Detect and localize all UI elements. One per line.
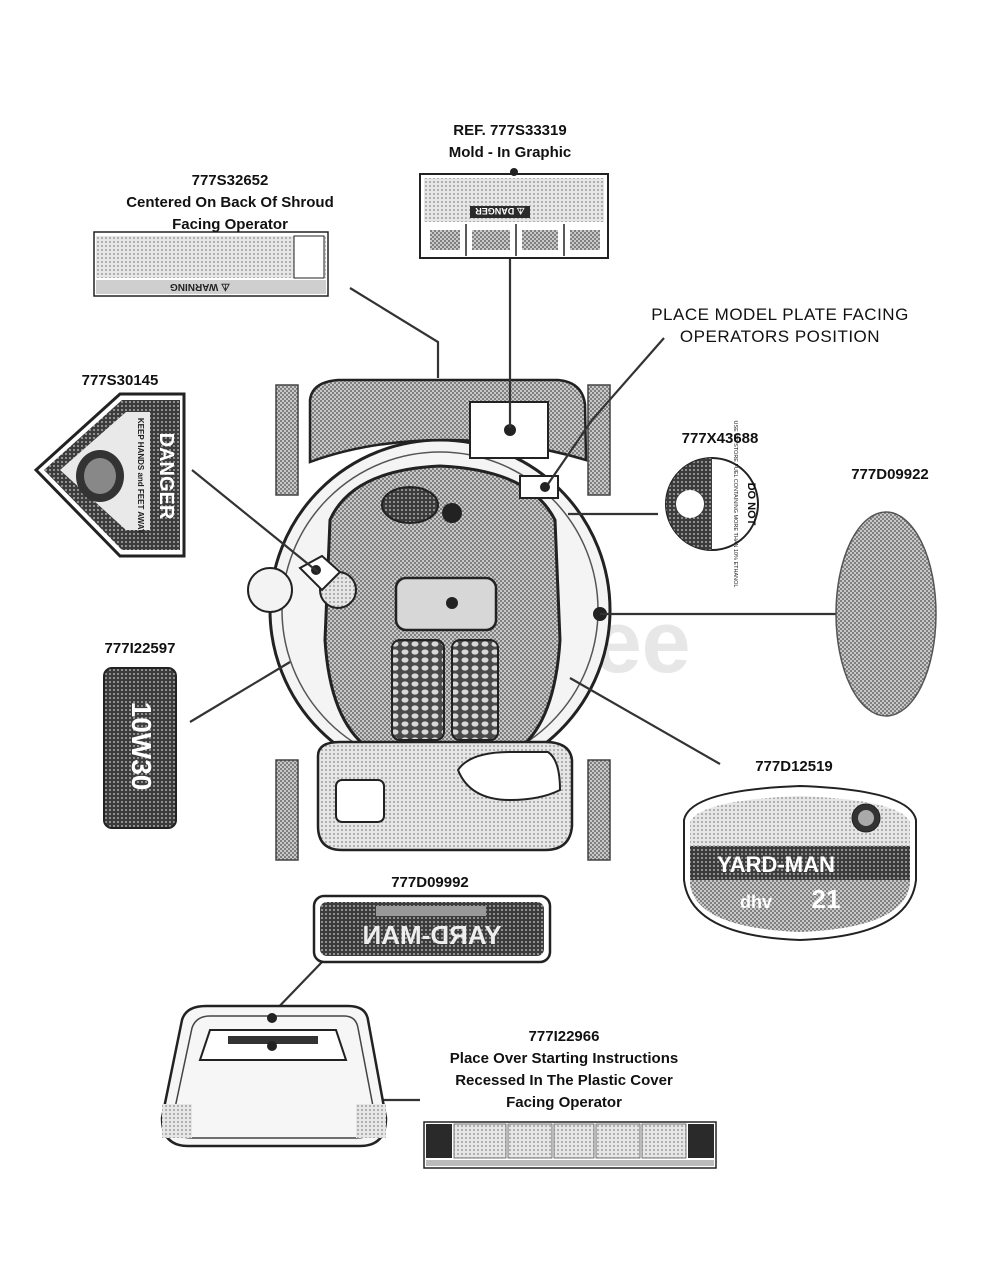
label-777I22597: 777I22597	[80, 638, 200, 660]
label-777S30145: 777S30145	[60, 370, 180, 392]
decal-777S30145: DANGER KEEP HANDS and FEET AWAY	[33, 392, 186, 558]
plastic-cover	[160, 1004, 388, 1148]
brand-text: YARD-MAN	[717, 852, 835, 877]
danger-keep-text: KEEP HANDS and FEET AWAY	[136, 418, 145, 535]
decal-777X43688: DO NOT USE OR STORE FUEL CONTAINING MORE…	[665, 421, 759, 588]
danger-text: DANGER	[155, 433, 177, 520]
part-number: 777D12519	[755, 758, 833, 775]
label-model-plate: PLACE MODEL PLATE FACING OPERATORS POSIT…	[620, 304, 940, 348]
label-777D12519: 777D12519	[734, 756, 854, 778]
part-number: 777X43688	[681, 430, 759, 447]
part-number: 777S32652	[191, 172, 269, 189]
decal-777S33319: ⚠ DANGER	[419, 168, 609, 259]
model-dhv-text: dhv	[740, 892, 772, 912]
placement-note: Facing Operator	[506, 1094, 622, 1111]
wheel-front-left	[275, 384, 299, 496]
engine-label-window	[394, 576, 498, 632]
label-777D09922: 777D09922	[830, 464, 950, 486]
placement-note: Place Over Starting Instructions	[449, 1050, 679, 1067]
model-hp-text: 21	[812, 884, 841, 914]
wheel-rear-left	[275, 759, 299, 861]
oil-text: 10W30	[126, 702, 157, 791]
part-number: 777S30145	[81, 372, 159, 389]
label-777S33319: REF. 777S33319 Mold - In Graphic	[420, 120, 600, 164]
warning-text: ⚠ WARNING	[170, 281, 230, 292]
placement-note: Recessed In The Plastic Cover	[455, 1072, 673, 1089]
placement-note: PLACE MODEL PLATE FACING	[651, 305, 909, 324]
brand-mirrored-text: YARD-MAN	[362, 920, 501, 950]
decal-777D12519: YARD-MAN dhv 21	[683, 784, 917, 942]
label-777I22966: 777I22966 Place Over Starting Instructio…	[414, 1026, 714, 1114]
part-number: 777D09922	[851, 466, 929, 483]
leader-lines	[189, 180, 836, 1102]
decal-777I22966	[423, 1121, 717, 1169]
fuel-body-text: USE OR STORE FUEL CONTAINING MORE THAN 1…	[732, 421, 738, 588]
part-number: 777I22597	[104, 640, 176, 657]
decal-777S32652: ⚠ WARNING	[93, 231, 329, 297]
label-777X43688: 777X43688	[660, 428, 780, 450]
danger-small-text: ⚠ DANGER	[475, 206, 525, 216]
decal-777D09992: YARD-MAN	[312, 894, 552, 964]
placement-note: OPERATORS POSITION	[679, 327, 881, 346]
placement-note: Centered On Back Of Shroud	[126, 194, 334, 211]
part-number: REF. 777S33319	[453, 122, 567, 139]
label-777D09992: 777D09992	[370, 872, 490, 894]
decal-777I22597: 10W30	[103, 667, 177, 829]
placement-note: Mold - In Graphic	[448, 144, 572, 161]
part-number: 777I22966	[528, 1028, 600, 1045]
decal-777D09922	[835, 511, 937, 717]
fuel-do-not-text: DO NOT	[745, 483, 757, 526]
placement-note: Facing Operator	[172, 216, 288, 233]
part-number: 777D09992	[391, 874, 469, 891]
wheel-rear-right	[587, 759, 611, 861]
mower-body	[247, 378, 612, 861]
label-777S32652: 777S32652 Centered On Back Of Shroud Fac…	[80, 170, 380, 236]
wheel-front-right	[587, 384, 611, 496]
